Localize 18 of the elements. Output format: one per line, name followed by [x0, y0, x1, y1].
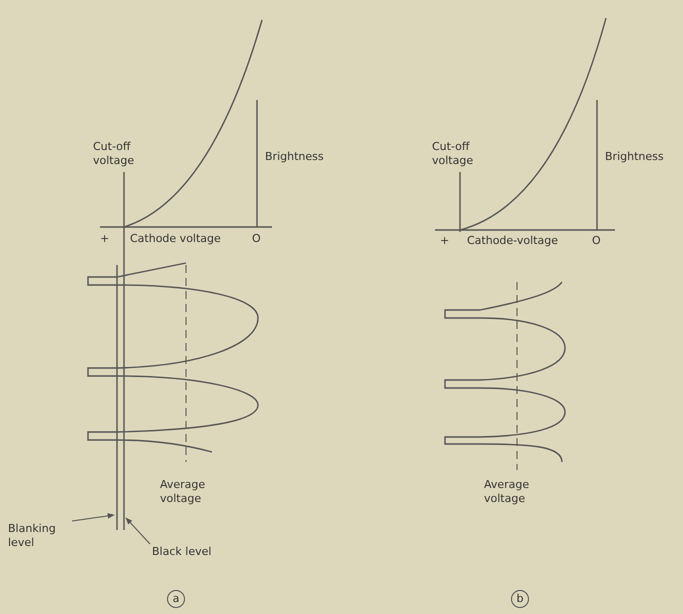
axis-label: Brightness	[265, 150, 324, 164]
leader-line	[72, 513, 115, 522]
callout-text: Blanking level	[8, 522, 70, 550]
axis-sign: +	[440, 234, 450, 248]
leader-line	[126, 517, 150, 544]
axis-label: Brightness	[605, 150, 664, 164]
axis-tick-label: O	[592, 234, 601, 248]
axis-tick-label: O	[252, 232, 261, 246]
axis-label: Average voltage	[160, 478, 206, 506]
axis-sign: +	[100, 232, 110, 246]
callout-text: Black level	[152, 545, 232, 559]
panel-label: a	[167, 590, 185, 608]
axis-label: Cathode voltage	[130, 232, 221, 246]
axis-label: Cathode-voltage	[467, 234, 558, 248]
axis-label: Cut-off voltage	[93, 140, 136, 168]
panel-label: b	[511, 590, 529, 608]
axis-label: Average voltage	[484, 478, 530, 506]
axis-label: Cut-off voltage	[432, 140, 474, 168]
